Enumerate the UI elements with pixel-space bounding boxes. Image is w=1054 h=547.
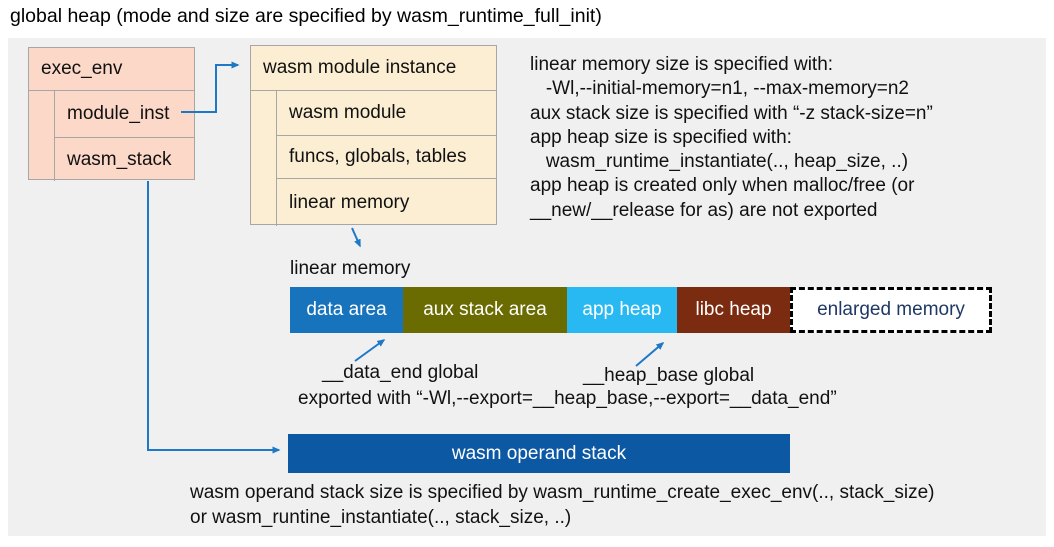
operand-stack-bar: wasm operand stack xyxy=(288,434,790,473)
exec-env-box: exec_env module_inst wasm_stack xyxy=(28,47,195,181)
linear-memory-bar: data area aux stack area app heap libc h… xyxy=(290,287,992,333)
page-title: global heap (mode and size are specified… xyxy=(10,5,602,27)
module-instance-row-funcs-globals-tables: funcs, globals, tables xyxy=(277,136,496,179)
memory-segment-enlarged-memory: enlarged memory xyxy=(790,287,992,333)
module-instance-row-linear-memory: linear memory xyxy=(289,191,410,213)
module-instance-row-wasm-module: wasm module xyxy=(277,91,496,136)
memory-segment-data-area: data area xyxy=(290,287,403,333)
annotation-data-end-global: __data_end global xyxy=(322,362,479,383)
memory-segment-libc-heap: libc heap xyxy=(677,287,790,333)
exec-env-title: exec_env xyxy=(29,48,194,91)
linear-memory-label: linear memory xyxy=(290,258,411,279)
annotation-exported-with: exported with “-Wl,--export=__heap_base,… xyxy=(298,388,837,409)
memory-segment-app-heap: app heap xyxy=(567,287,677,333)
exec-env-rows: module_inst wasm_stack xyxy=(54,91,194,181)
exec-env-row-module-inst: module_inst xyxy=(55,91,194,138)
exec-env-row-wasm-stack: wasm_stack xyxy=(67,148,172,170)
annotation-heap-base-global: __heap_base global xyxy=(583,365,755,386)
module-instance-title: wasm module instance xyxy=(251,46,496,91)
notes-text: linear memory size is specified with: -W… xyxy=(530,54,933,221)
module-instance-rows: wasm module funcs, globals, tables linea… xyxy=(276,91,496,226)
module-instance-box: wasm module instance wasm module funcs, … xyxy=(250,45,497,226)
memory-segment-aux-stack-area: aux stack area xyxy=(403,287,567,333)
footer-text: wasm operand stack size is specified by … xyxy=(190,482,935,528)
